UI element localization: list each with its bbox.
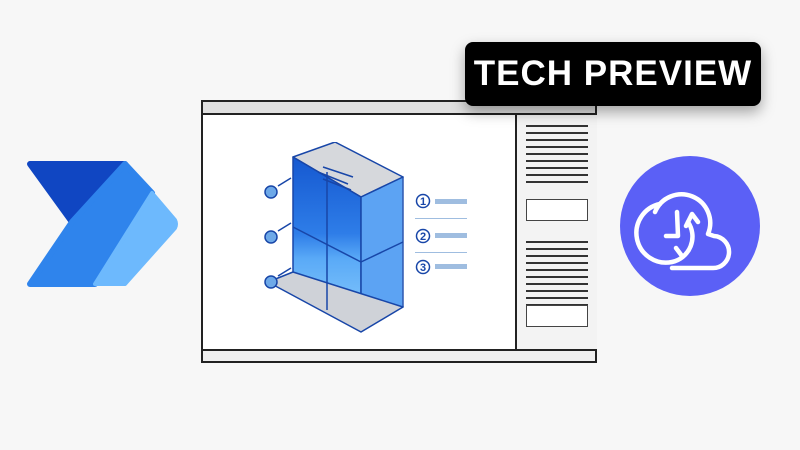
panel-field (526, 305, 588, 327)
callout-2: 2 (420, 231, 426, 243)
window-statusbar (203, 349, 595, 361)
callout-3: 3 (420, 262, 426, 274)
side-panel (515, 115, 597, 349)
callout-1: 1 (420, 196, 426, 208)
tech-preview-badge: TECH PREVIEW (465, 42, 761, 106)
power-automate-logo (27, 161, 178, 287)
building-section-illustration: 1 2 3 (264, 142, 467, 333)
cloud-sync-icon (620, 156, 760, 296)
app-window-mockup: 1 2 3 (201, 100, 597, 363)
panel-field (526, 199, 588, 221)
